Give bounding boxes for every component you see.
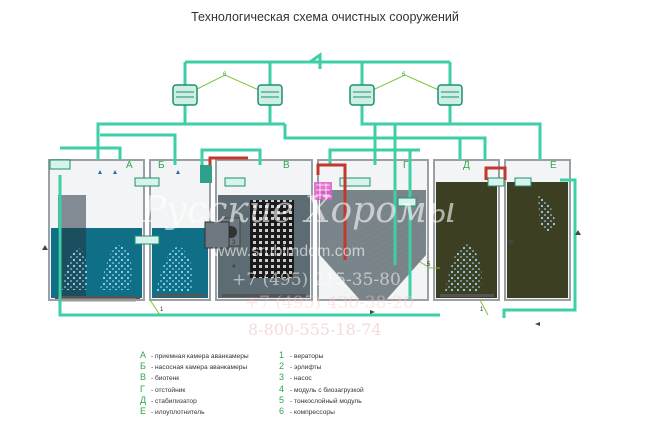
callout-bio-module: 4 [232,264,236,270]
legend-item: 5 - тонкослойный модуль [279,395,364,406]
callout-aerator-left: 1 [160,307,164,313]
legend-key: Б [140,361,146,372]
compressor-1 [172,84,198,106]
watermark-phone-3: 8-800-555-18-74 [248,320,382,339]
legend-text: - стабилизатор [151,397,197,405]
legend-key: 6 [279,405,285,416]
chamber-label-e: Е [550,160,557,171]
legend-item: Е - илоуплотнитель [140,406,249,417]
page-title: Технологическая схема очистных сооружени… [191,10,459,24]
legend-item: 4 - модуль с биозагрузкой [279,384,364,395]
legend-key: 4 [279,383,285,394]
compressor-4 [437,84,463,106]
pump [200,165,230,249]
callout-aerator-right: 1 [480,307,484,313]
tank-b [149,159,211,301]
callout-compressors-left: 6 [223,72,227,78]
airlift-blocks [49,159,532,245]
legend-key: Е [140,405,147,416]
legend-equipment: 1 - вераторы 2 - эрлифты 3 - насос 4 - модул… [279,350,364,417]
compressor-2 [257,84,283,106]
watermark-phone-1: +7 (495) 215-35-80 [232,270,401,290]
legend-chambers: А - приемная камера аванкамеры Б - насосна… [140,350,249,417]
callout-compressors-right: 6 [402,72,406,78]
legend-key: В [140,372,147,383]
callout-lamella: 5 [427,262,431,268]
legend-key: А [140,350,147,360]
air-pipes [58,52,577,318]
chamber-label-b: Б [158,160,165,171]
watermark-phone-2: +7 (495) 430-38-20 [245,293,414,313]
legend-text: - насос [290,375,312,383]
legend-text: - илоуплотнитель [151,408,205,416]
legend-key: 3 [279,372,285,383]
legend-item: 3 - насос [279,372,364,383]
control-lines [149,74,489,316]
legend-item: 2 - эрлифты [279,361,364,372]
watermark-site: www.srubimdom.com [213,243,366,260]
legend-text: - приемная камера аванкамеры [151,353,249,360]
tank-c [215,159,313,301]
legend-key: 5 [279,394,285,405]
tank-a [48,159,145,302]
chamber-label-a: А [126,160,133,171]
legend-item: 1 - вераторы [279,350,364,361]
legend-text: - компрессоры [290,408,335,416]
legend-text: - отстойник [151,386,186,394]
legend-key: 1 [279,350,285,360]
legend-text: - эрлифты [290,364,322,372]
legend-item: Д - стабилизатор [140,395,249,406]
watermark-brand: Русские Хоромы [142,190,457,231]
chamber-label-v: В [283,160,290,171]
chamber-label-g: Г [403,160,409,171]
legend-item: Б - насосная камера аванкамеры [140,361,249,372]
compressor-3 [349,84,375,106]
legend-item: Г - отстойник [140,384,249,395]
legend-item: В - биотенк [140,372,249,383]
legend-text: - вераторы [290,353,324,360]
chamber-label-d: Д [463,160,470,171]
legend-item: 6 - компрессоры [279,406,364,417]
legend-key: 2 [279,361,285,372]
flow-arrows [42,170,581,326]
legend-text: - биотенк [151,375,180,383]
legend-key: Д [140,394,147,405]
legend-key: Г [140,383,145,394]
legend-text: - насосная камера аванкамеры [151,364,248,372]
legend-item: А - приемная камера аванкамеры [140,350,249,361]
callout-pump: 3 [232,240,236,246]
legend-text: - модуль с биозагрузкой [290,386,364,394]
legend-text: - тонкослойный модуль [290,397,362,405]
